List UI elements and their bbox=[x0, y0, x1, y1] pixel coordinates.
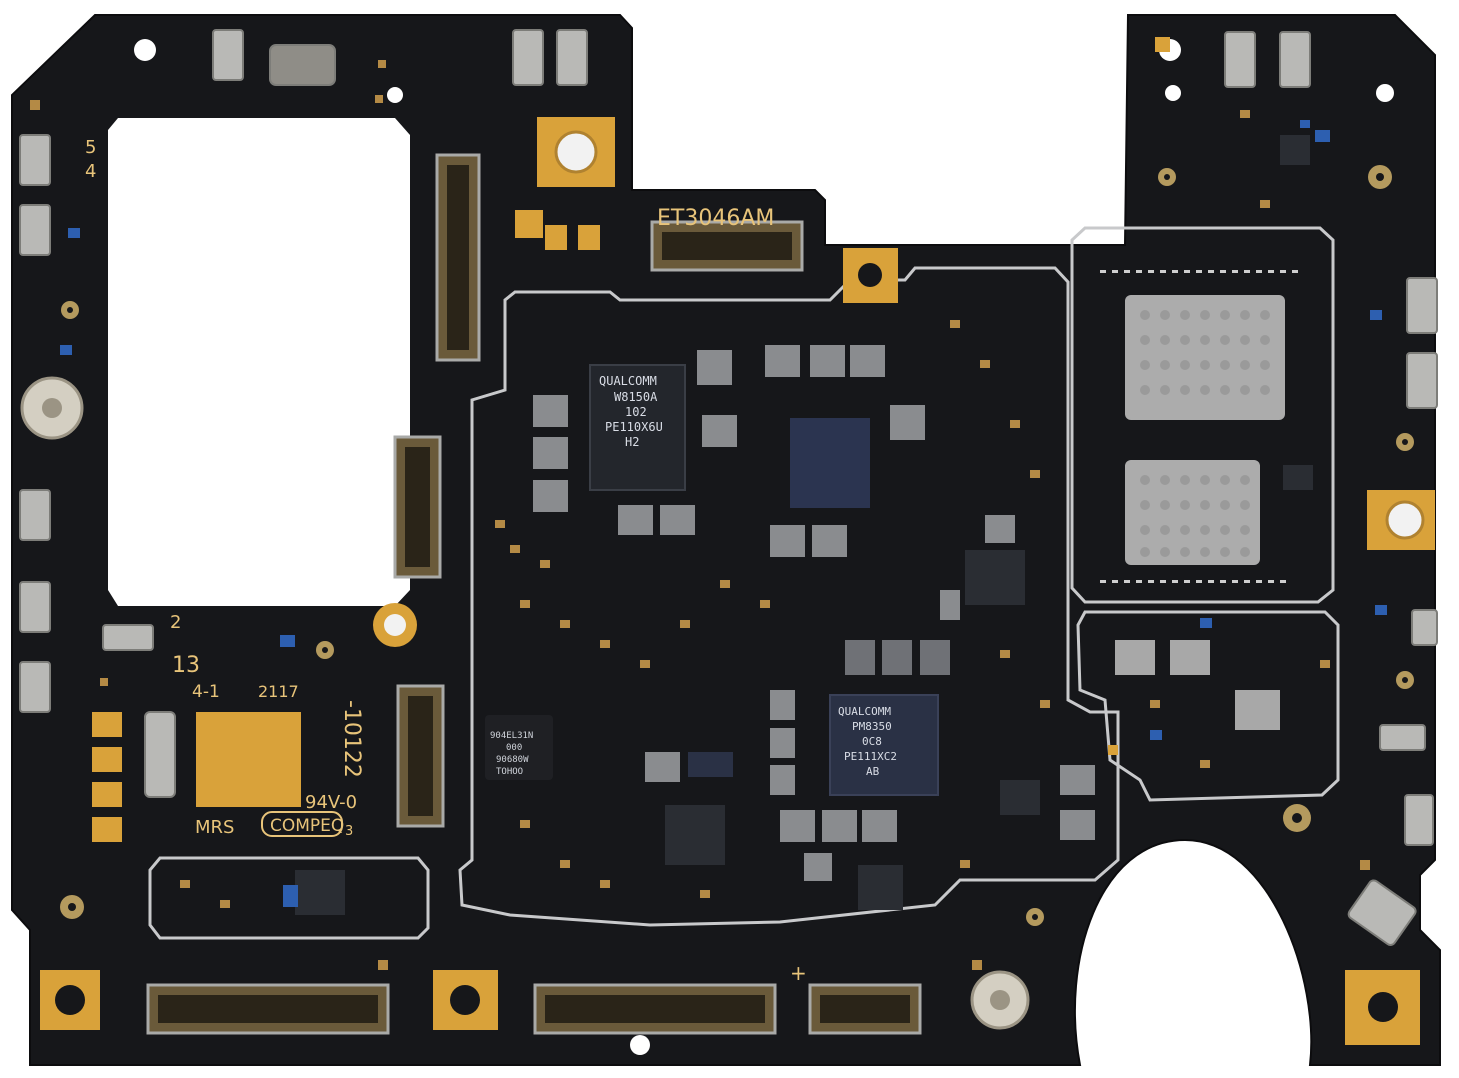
chip-qualcomm-2-text: QUALCOMM PM8350 0C8 PE111XC2 AB bbox=[838, 705, 897, 778]
svg-text:102: 102 bbox=[625, 405, 647, 419]
svg-text:AB: AB bbox=[866, 765, 880, 778]
svg-text:90680W: 90680W bbox=[496, 755, 529, 765]
smd-gold-scatter bbox=[30, 60, 1370, 970]
camera-cutout bbox=[108, 118, 410, 606]
silk-label-3: 3 bbox=[345, 824, 353, 839]
silk-label-10122: -10122 bbox=[339, 700, 364, 778]
silk-label-4: 4 bbox=[85, 161, 96, 182]
svg-text:W8150A: W8150A bbox=[614, 390, 658, 404]
chip-small-text: 904EL31N 000 90680W TOHOO bbox=[490, 731, 533, 777]
silk-label-plus: + bbox=[790, 961, 807, 985]
rf-connectors bbox=[60, 165, 1414, 926]
screw-holes bbox=[20, 39, 1394, 1055]
svg-text:QUALCOMM: QUALCOMM bbox=[838, 705, 891, 718]
silk-label-13: 13 bbox=[172, 653, 200, 678]
right-shield-outline bbox=[1070, 226, 1335, 604]
bga-ball-grid bbox=[1140, 310, 1270, 557]
svg-text:PE110X6U: PE110X6U bbox=[605, 420, 663, 434]
silk-label-4-1: 4-1 bbox=[192, 682, 220, 702]
silk-label-2117: 2117 bbox=[258, 682, 299, 701]
chips bbox=[295, 135, 1313, 915]
svg-text:H2: H2 bbox=[625, 435, 639, 449]
chip-qualcomm-1-text: QUALCOMM W8150A 102 PE110X6U H2 bbox=[599, 374, 663, 449]
svg-text:TOHOO: TOHOO bbox=[496, 767, 523, 777]
svg-text:QUALCOMM: QUALCOMM bbox=[599, 374, 657, 388]
svg-text:0C8: 0C8 bbox=[862, 735, 882, 748]
passive-components bbox=[533, 345, 1095, 881]
svg-text:000: 000 bbox=[506, 743, 522, 753]
gold-small-pads bbox=[92, 37, 1170, 842]
silk-compeq-box bbox=[261, 811, 343, 837]
right-lower-shield-outline bbox=[1076, 610, 1340, 802]
silk-label-mrs: MRS bbox=[195, 817, 234, 838]
svg-text:PM8350: PM8350 bbox=[852, 720, 892, 733]
connectors bbox=[146, 153, 922, 1035]
metal-clips bbox=[19, 29, 1438, 946]
gold-mount-pads bbox=[40, 117, 1435, 1045]
lower-left-shield-outline bbox=[148, 856, 430, 940]
silk-label-2: 2 bbox=[170, 612, 181, 633]
blue-components bbox=[60, 120, 1387, 907]
silk-label-94v0: 94V-0 bbox=[305, 792, 357, 813]
silk-label-compeq: COMPEQ bbox=[270, 816, 344, 836]
bga-perimeter-pads bbox=[1100, 270, 1298, 583]
silk-model-label: ET3046AM bbox=[657, 206, 774, 231]
bga-lower-silver-area bbox=[1125, 460, 1260, 565]
svg-text:904EL31N: 904EL31N bbox=[490, 731, 533, 741]
svg-text:PE111XC2: PE111XC2 bbox=[844, 750, 897, 763]
silk-label-5: 5 bbox=[85, 137, 96, 158]
